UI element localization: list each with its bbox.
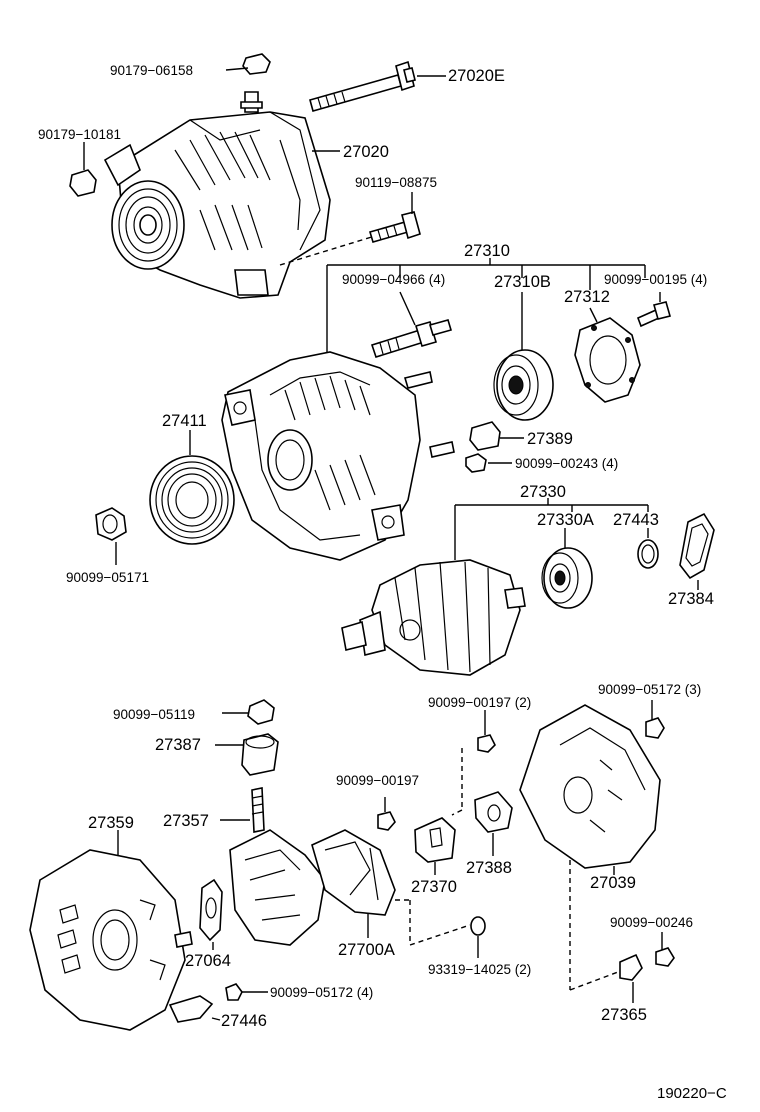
screw-90099-00197-x2: [477, 710, 496, 753]
clip-27365: [619, 953, 643, 1003]
label-90099-05171: 90099−05171: [66, 570, 149, 585]
label-27384: 27384: [668, 590, 714, 608]
alternator-drive-end-frame: [221, 351, 455, 561]
bracket-27446: [168, 995, 221, 1023]
nut-90099-05171: [95, 507, 127, 565]
label-90099-00243: 90099−00243 (4): [515, 456, 618, 471]
label-27389: 27389: [527, 430, 573, 448]
alternator-assembly-drawing: [103, 91, 376, 299]
label-90099-00197: 90099−00197: [336, 773, 419, 788]
label-90099-05119: 90099−05119: [113, 707, 195, 722]
label-27310B: 27310B: [494, 273, 551, 291]
rotor-assembly: [341, 559, 526, 676]
label-27359: 27359: [88, 814, 134, 832]
label-27020E: 27020E: [448, 67, 505, 85]
pulley-27411: [149, 430, 235, 545]
nut-90099-05119: [222, 699, 275, 725]
label-27330: 27330: [520, 483, 566, 501]
label-90099-00195: 90099−00195 (4): [604, 272, 707, 287]
label-27446: 27446: [221, 1012, 267, 1030]
label-90099-00246: 90099−00246: [610, 915, 693, 930]
label-27330A: 27330A: [537, 511, 594, 529]
stud-90099-04966: [370, 291, 453, 358]
label-93319-14025: 93319−14025 (2): [428, 962, 531, 977]
screw-90099-05172-x4: [225, 983, 268, 1001]
gasket-27064: [199, 878, 223, 950]
bolt-90119-08875: [369, 211, 421, 243]
label-27387: 27387: [155, 736, 201, 754]
label-27039: 27039: [590, 874, 636, 892]
screw-90099-05172-x3: [645, 700, 665, 739]
label-90099-04966: 90099−04966 (4): [342, 272, 445, 287]
label-27064: 27064: [185, 952, 231, 970]
figure-code: 190220−C: [657, 1085, 727, 1102]
bearing-27330A: [541, 528, 593, 609]
label-27020: 27020: [343, 143, 389, 161]
nut-90179-06158: [242, 53, 271, 75]
label-27312: 27312: [564, 288, 610, 306]
through-bolt-27020E: [309, 60, 416, 112]
label-27443: 27443: [613, 511, 659, 529]
bearing-27310B: [493, 292, 554, 421]
rectifier-27357: [220, 787, 326, 946]
nut-90179-10181: [69, 169, 97, 197]
label-27388: 27388: [466, 859, 512, 877]
brush-holder-27370: [414, 748, 463, 875]
terminal-27388: [474, 791, 513, 856]
label-90179-06158: 90179−06158: [110, 63, 193, 78]
stud-93319-14025: [470, 916, 486, 958]
label-90119-08875: 90119−08875: [355, 175, 437, 190]
label-90179-10181: 90179−10181: [38, 127, 121, 142]
insulator-27387: [215, 733, 279, 776]
washer-27443: [637, 528, 659, 569]
screw-90099-00197: [377, 797, 396, 831]
label-27357: 27357: [163, 812, 209, 830]
label-90099-05172-x4: 90099−05172 (4): [270, 985, 373, 1000]
screw-90099-00195: [636, 292, 671, 328]
gasket-27384: [679, 512, 715, 590]
rear-housing-27039: [519, 704, 661, 991]
label-90099-00197-x2: 90099−00197 (2): [428, 695, 531, 710]
rear-end-cover-27359: [29, 830, 193, 1031]
retainer-plate-27312: [574, 307, 641, 403]
assembly-27330-bracket: [454, 498, 649, 560]
label-27365: 27365: [601, 1006, 647, 1024]
assembly-27310-bracket: [326, 258, 646, 355]
label-27310: 27310: [464, 242, 510, 260]
label-90099-05172-x3: 90099−05172 (3): [598, 682, 701, 697]
nut-90099-00243: [465, 453, 512, 473]
insulator-27389: [469, 421, 524, 451]
label-27411: 27411: [162, 412, 207, 430]
label-27370: 27370: [411, 878, 457, 896]
regulator-27700A: [311, 829, 471, 946]
screw-90099-00246: [655, 932, 675, 967]
label-27700A: 27700A: [338, 941, 395, 959]
